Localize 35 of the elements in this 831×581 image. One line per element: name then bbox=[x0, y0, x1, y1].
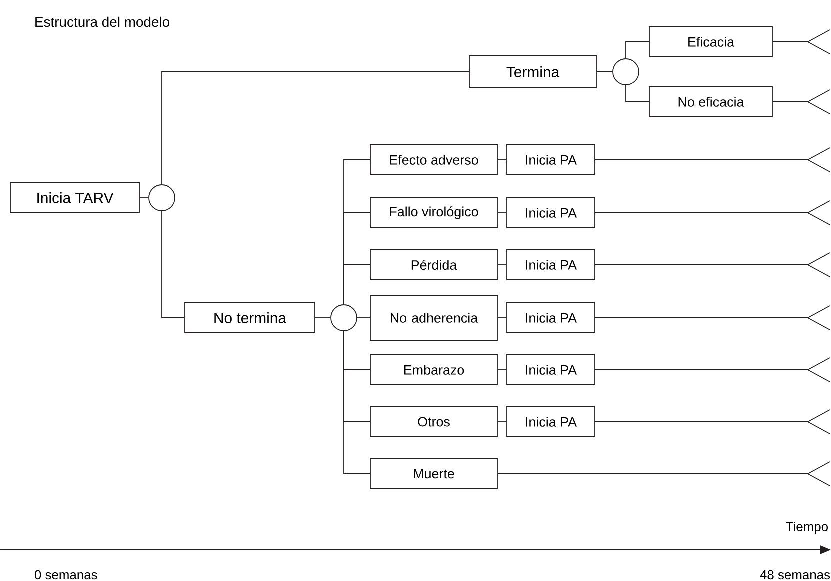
diagram-title: Estructura del modelo bbox=[36, 16, 170, 28]
connector-line bbox=[626, 85, 650, 102]
state-box: No eficacia bbox=[649, 86, 773, 118]
chance-node-circle bbox=[148, 184, 176, 212]
chance-node-circle bbox=[612, 58, 640, 86]
axis-tick-label: 0 semanas bbox=[34, 570, 98, 580]
state-box: Inicia PA bbox=[506, 250, 596, 280]
connector-line bbox=[498, 264, 507, 266]
state-box: Termina bbox=[469, 56, 597, 88]
connector-line bbox=[344, 331, 370, 474]
connector-line bbox=[162, 72, 470, 185]
state-box: Inicia PA bbox=[506, 144, 596, 176]
state-box: Inicia PA bbox=[506, 198, 596, 228]
connector-line bbox=[595, 212, 808, 214]
axis-label: Tiempo bbox=[786, 522, 828, 534]
state-box: Eficacia bbox=[649, 26, 773, 58]
state-box: Inicia PA bbox=[506, 354, 596, 386]
state-box: Embarazo bbox=[370, 354, 498, 386]
state-box: Fallo virológico bbox=[370, 198, 498, 228]
state-box: Otros bbox=[370, 406, 498, 438]
axis-tick-label: 48 semanas bbox=[760, 570, 830, 580]
connector-line bbox=[626, 42, 650, 59]
state-box: Pérdida bbox=[370, 250, 498, 280]
connector-line bbox=[344, 264, 370, 305]
connector-line bbox=[595, 264, 808, 266]
state-box: Muerte bbox=[370, 458, 498, 490]
connector-line bbox=[162, 211, 185, 318]
state-box: Inicia PA bbox=[506, 406, 596, 438]
state-box: Inicia TARV bbox=[10, 182, 140, 214]
state-box: No adherencia bbox=[370, 295, 498, 341]
state-box: Inicia PA bbox=[506, 302, 596, 334]
connector-line bbox=[498, 212, 507, 214]
chance-node-circle bbox=[330, 304, 358, 332]
state-box: No termina bbox=[184, 302, 316, 334]
state-box: Efecto adverso bbox=[370, 144, 498, 176]
